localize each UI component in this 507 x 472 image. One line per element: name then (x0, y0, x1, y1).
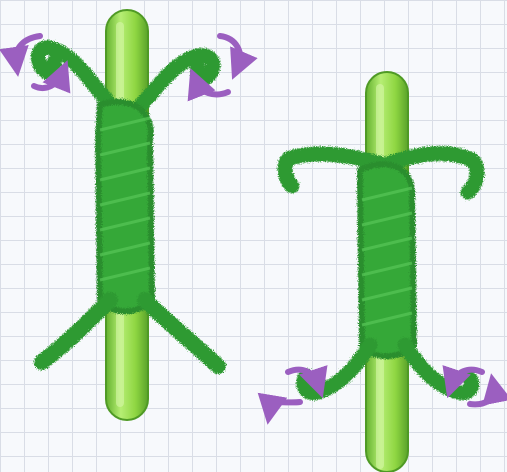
right-figure (270, 72, 494, 472)
twist-arrow-icon (220, 36, 240, 66)
right-pipe-cleaner (285, 154, 477, 393)
twist-arrow-icon (270, 402, 300, 410)
left-figure (16, 10, 240, 420)
